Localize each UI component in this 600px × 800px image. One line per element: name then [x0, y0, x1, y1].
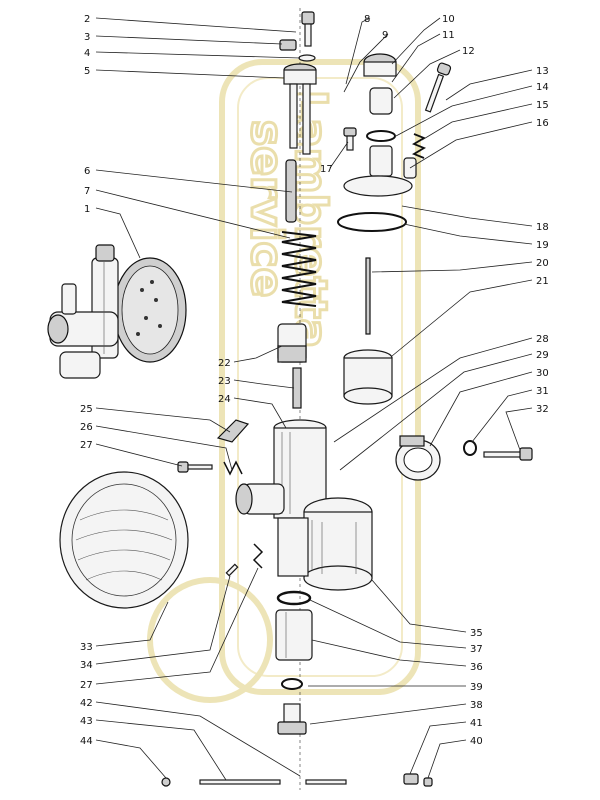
label-12: 12	[462, 46, 475, 57]
label-1: 1	[84, 204, 90, 215]
label-44: 44	[80, 736, 93, 747]
gasket	[337, 212, 407, 232]
nut	[279, 39, 297, 51]
cable-adjuster	[283, 63, 317, 155]
leader-lines	[95, 17, 533, 781]
label-28: 28	[536, 334, 549, 345]
label-7: 7	[84, 186, 90, 197]
float-cap	[363, 53, 397, 142]
label-29: 29	[536, 350, 549, 361]
cable-stop	[423, 777, 433, 787]
label-32: 31	[536, 386, 549, 397]
label-13: 13	[536, 66, 549, 77]
label-21: 21	[536, 276, 549, 287]
carburettor-body	[235, 419, 373, 591]
jet-holder	[275, 609, 313, 661]
label-17: 17	[320, 164, 333, 175]
label-30: 30	[536, 368, 549, 379]
label-23: 23	[218, 376, 231, 387]
tickler	[424, 62, 452, 113]
label-27: 26	[80, 422, 93, 433]
choke-lever	[216, 419, 250, 443]
o-ring	[281, 678, 303, 690]
label-16: 16	[536, 118, 549, 129]
throttle-rod	[285, 159, 297, 223]
cap-screw	[343, 127, 357, 151]
air-filter-cover	[59, 471, 189, 609]
idle-screw	[177, 460, 243, 476]
label-25: 25	[80, 404, 93, 415]
tickler-spring	[411, 133, 427, 159]
assembled-carburettor	[47, 244, 187, 379]
clamp-washer	[463, 440, 477, 456]
part-number-labels: 1 2 3 4 5 6 7 8 9 10 11 12 13 14 15 16 1…	[80, 14, 549, 747]
needle-jet	[292, 367, 302, 409]
label-10: 10	[442, 14, 455, 25]
screw-lower	[225, 543, 264, 577]
throttle-cable	[161, 777, 347, 787]
label-15: 15	[536, 100, 549, 111]
clamp-ring	[395, 435, 441, 481]
washer	[298, 54, 316, 62]
label-14: 14	[536, 82, 549, 93]
watermark-text-lower: service	[241, 120, 292, 297]
drain-plug	[277, 703, 307, 735]
label-39: 39	[470, 682, 483, 693]
label-5: 5	[84, 66, 90, 77]
label-3: 3	[84, 32, 90, 43]
cable-nipple	[403, 773, 419, 785]
label-40: 40	[470, 736, 483, 747]
label-36: 36	[470, 662, 483, 673]
screw	[301, 11, 315, 47]
float-chamber-top	[343, 145, 417, 197]
label-38: 38	[470, 700, 483, 711]
throttle-slide	[277, 323, 307, 363]
label-9: 9	[382, 30, 388, 41]
float	[343, 349, 393, 405]
clamp-bolt	[483, 447, 533, 461]
label-24: 24	[218, 394, 231, 405]
label-35: 35	[470, 628, 483, 639]
label-31: 32	[536, 404, 549, 415]
throttle-spring	[281, 231, 317, 307]
label-6: 6	[84, 166, 90, 177]
label-20: 20	[536, 258, 549, 269]
label-27-lower: 27	[80, 680, 93, 691]
label-19: 19	[536, 240, 549, 251]
label-37: 37	[470, 644, 483, 655]
label-33: 33	[80, 642, 93, 653]
label-11: 11	[442, 30, 455, 41]
label-42: 42	[80, 698, 93, 709]
label-4: 4	[84, 48, 90, 59]
float-needle	[365, 257, 371, 335]
label-43: 43	[80, 716, 93, 727]
label-34: 34	[80, 660, 93, 671]
seal-ring	[276, 590, 312, 606]
label-22: 22	[218, 358, 231, 369]
label-8: 8	[364, 14, 370, 25]
label-26: 27	[80, 440, 93, 451]
label-2: 2	[84, 14, 90, 25]
label-41: 41	[470, 718, 483, 729]
label-18: 18	[536, 222, 549, 233]
